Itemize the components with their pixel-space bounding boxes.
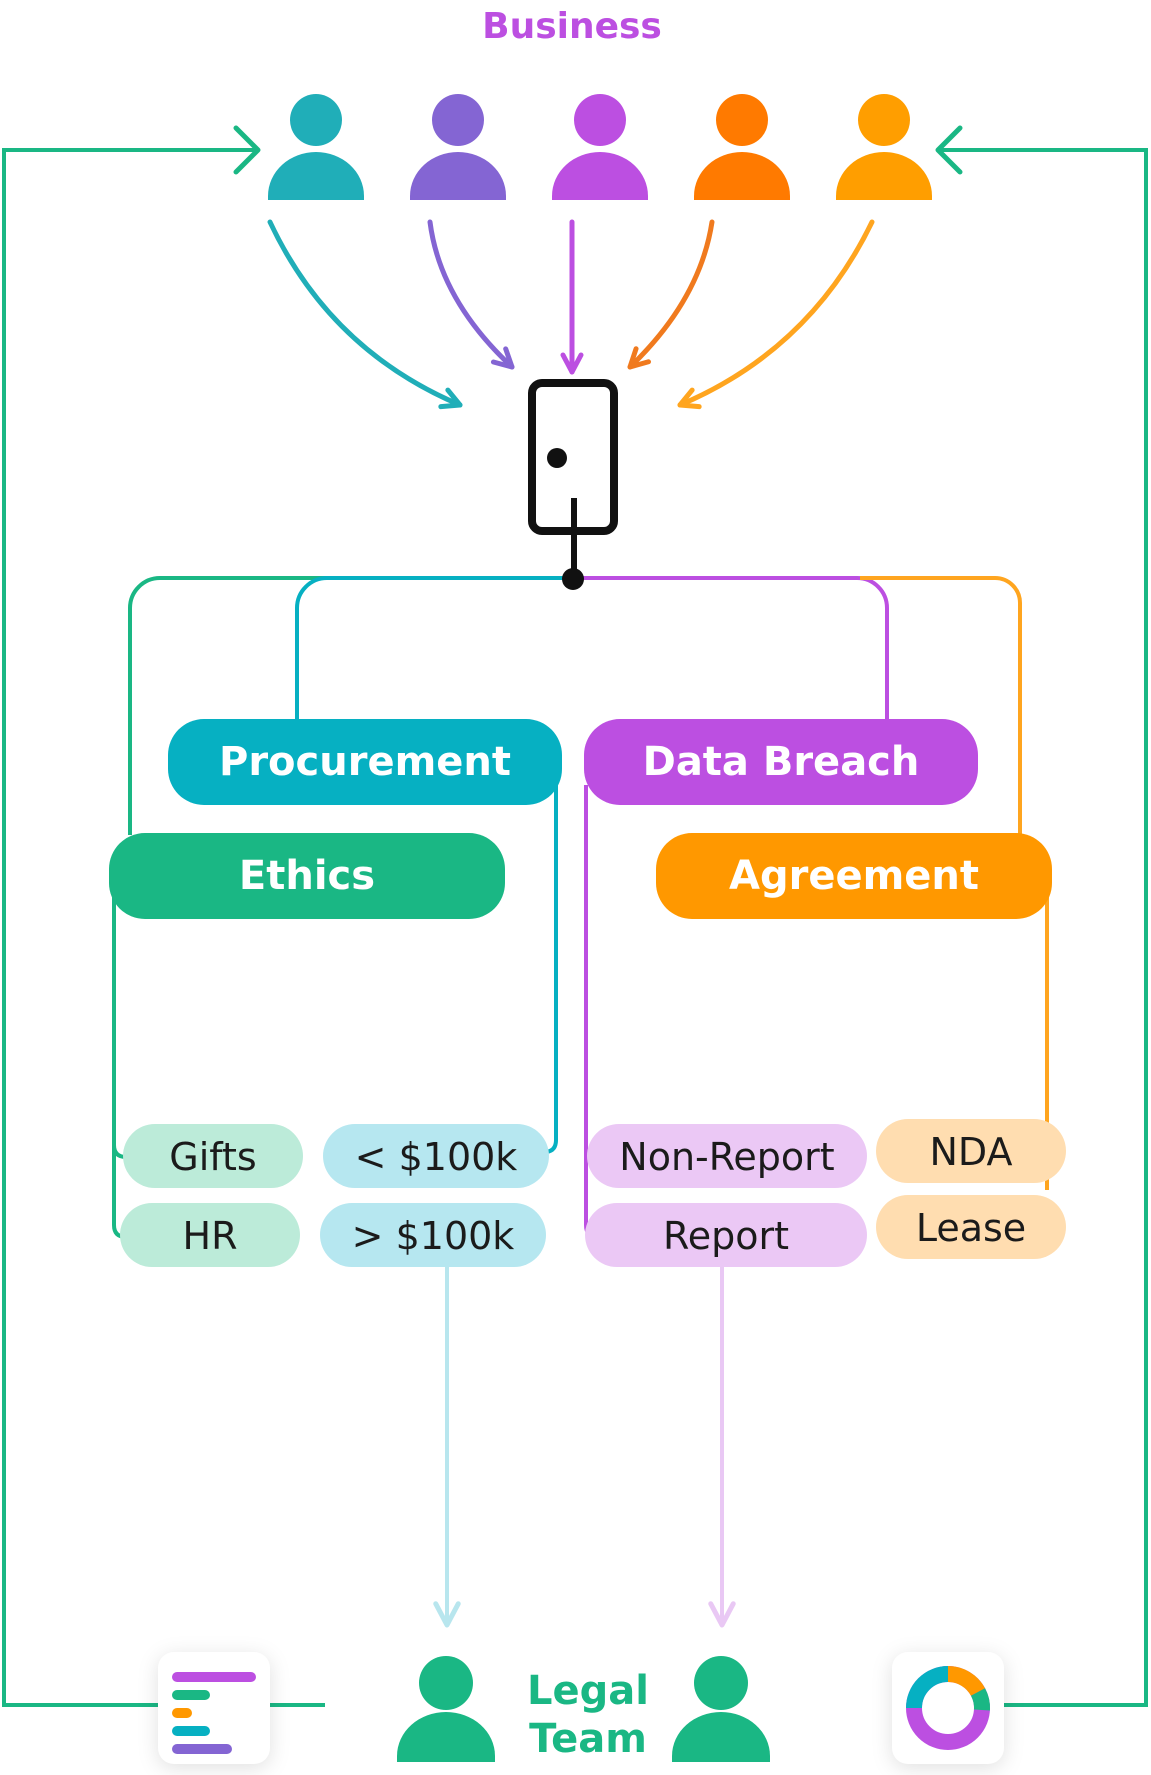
legal-team-title-line1: Legal	[527, 1668, 649, 1714]
subcategory-lease-label: Lease	[916, 1206, 1026, 1250]
request-arrow-violet	[427, 219, 515, 370]
subcategory-nda-label: NDA	[929, 1130, 1012, 1174]
route-line-ethics	[128, 576, 572, 835]
task-list-app-icon	[158, 1652, 270, 1764]
subcategory-hr: HR	[120, 1203, 300, 1267]
category-agreement: Agreement	[656, 833, 1052, 919]
subcategory-under-100k: < $100k	[323, 1124, 549, 1188]
person-icon-orange	[694, 94, 790, 200]
category-procurement: Procurement	[168, 719, 562, 805]
person-icon-amber	[836, 94, 932, 200]
subcategory-nda: NDA	[876, 1119, 1066, 1183]
bracket-ethics	[112, 895, 130, 1239]
bracket-procurement	[543, 785, 558, 1154]
category-data-breach-label: Data Breach	[643, 739, 920, 785]
category-data-breach: Data Breach	[584, 719, 978, 805]
business-title: Business	[482, 6, 662, 47]
subcategory-report-label: Report	[663, 1214, 789, 1258]
legal-team-title-line2: Team	[529, 1716, 647, 1762]
request-arrow-amber	[677, 219, 875, 410]
feedback-loop-left	[2, 148, 325, 1707]
legal-person-icon-left	[397, 1656, 495, 1762]
subcategory-gifts: Gifts	[123, 1124, 303, 1188]
legal-person-icon-right	[672, 1656, 770, 1762]
feedback-arrowhead-right	[935, 125, 963, 175]
subcategory-lease: Lease	[876, 1195, 1066, 1259]
request-arrow-teal	[267, 219, 463, 410]
category-ethics-label: Ethics	[239, 853, 375, 899]
route-line-data-breach	[572, 576, 889, 720]
donut-chart-app-icon	[892, 1652, 1004, 1764]
subcategory-under-100k-label: < $100k	[355, 1135, 518, 1179]
subcategory-report: Report	[585, 1203, 867, 1267]
route-line-agreement	[860, 576, 1022, 835]
subcategory-gifts-label: Gifts	[169, 1135, 256, 1179]
request-arrow-orange	[627, 219, 715, 370]
route-line-procurement	[295, 576, 572, 720]
subcategory-hr-label: HR	[183, 1214, 238, 1258]
person-icon-teal	[268, 94, 364, 200]
subcategory-over-100k: > $100k	[320, 1203, 546, 1267]
category-ethics: Ethics	[109, 833, 505, 919]
category-procurement-label: Procurement	[219, 739, 511, 785]
category-agreement-label: Agreement	[729, 853, 979, 899]
subcategory-over-100k-label: > $100k	[352, 1214, 515, 1258]
person-icon-violet	[410, 94, 506, 200]
feedback-arrowhead-left	[233, 125, 261, 175]
phone-device-icon	[528, 379, 618, 590]
feedback-loop-right	[940, 148, 1148, 1707]
subcategory-non-report: Non-Report	[587, 1124, 867, 1188]
subcategory-non-report-label: Non-Report	[619, 1135, 834, 1179]
person-icon-purple	[552, 94, 648, 200]
